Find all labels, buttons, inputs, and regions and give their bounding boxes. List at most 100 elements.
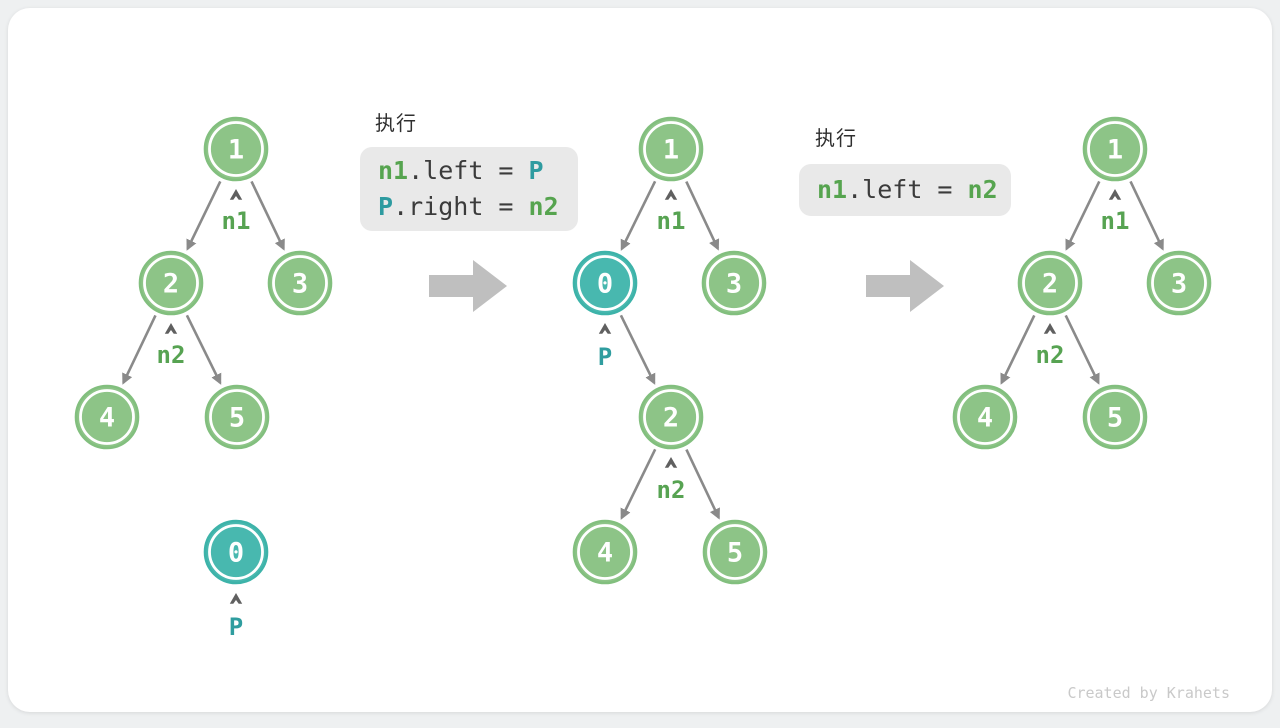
pointer-caret-icon [664, 457, 678, 468]
pointer-label-P: P [598, 343, 612, 371]
tree-edge-1-3 [250, 180, 285, 251]
tree-node-1 [203, 116, 269, 182]
tree-edge-1-2 [186, 180, 222, 251]
code-line: n1.left = n2 [799, 172, 1011, 208]
code-line: P.right = n2 [360, 189, 578, 225]
node-value: 3 [1171, 269, 1187, 300]
pointer-caret-icon [1043, 323, 1057, 334]
credit-text: Created by Krahets [1067, 684, 1230, 702]
tree-edge-1-3 [685, 181, 720, 251]
tree-edge-2-4 [122, 314, 157, 385]
tree-edge-2-5 [1064, 314, 1100, 385]
code-token: n2 [528, 192, 559, 221]
tree-node-2 [1017, 250, 1083, 316]
node-value: 3 [292, 269, 308, 300]
node-inner-ring [1087, 389, 1143, 445]
node-inner-ring [208, 524, 264, 580]
flow-arrow-right-icon [866, 260, 944, 312]
node-value: 3 [726, 269, 742, 300]
pointer-caret-icon [164, 323, 178, 334]
pointer-label-n2: n2 [657, 476, 686, 504]
code-block-2: n1.left = n2 [799, 164, 1011, 216]
tree-node-3 [1146, 250, 1212, 316]
node-inner-ring [209, 389, 265, 445]
tree-edge-2-4 [620, 448, 657, 520]
pointer-caret-icon [598, 323, 612, 334]
node-inner-ring [643, 389, 699, 445]
tree-node-5 [1082, 384, 1148, 450]
tree-node-4 [74, 384, 140, 450]
node-inner-ring [577, 524, 633, 580]
code-token: n1 [378, 156, 409, 185]
tree-node-5 [204, 384, 270, 450]
node-value: 5 [229, 403, 245, 434]
tree-edge-2-5 [685, 448, 720, 520]
tree-node-1 [1082, 116, 1148, 182]
node-value: 5 [1107, 403, 1123, 434]
node-value: 0 [597, 269, 613, 300]
pointer-label-P: P [229, 613, 243, 641]
tree-edge-2-5 [185, 314, 222, 385]
tree-before: n1 n2P 1 2 3 4 5 0 [74, 116, 333, 641]
code-token: P [528, 156, 544, 185]
node-value: 2 [1042, 269, 1058, 300]
code-token: n2 [967, 175, 998, 204]
pointer-caret-icon [229, 593, 243, 604]
code-token: P [378, 192, 394, 221]
tree-edge-2-4 [1000, 314, 1036, 385]
code-block-1-title: 执行 [375, 113, 417, 135]
node-inner-ring [707, 524, 763, 580]
pointer-label-n2: n2 [157, 341, 186, 369]
tree-edge-1-0 [620, 180, 657, 251]
tree-node-5 [702, 519, 768, 585]
node-inner-ring [577, 255, 633, 311]
tree-edge-1-3 [1129, 180, 1164, 251]
node-value: 5 [727, 538, 743, 569]
tree-node-4 [952, 384, 1018, 450]
tree-node-3 [267, 250, 333, 316]
code-block-2-title: 执行 [815, 128, 857, 150]
pointer-label-n2: n2 [1036, 341, 1065, 369]
tree-node-2 [638, 384, 704, 450]
tree-node-3 [701, 250, 767, 316]
pointer-label-n1: n1 [222, 207, 251, 235]
node-inner-ring [79, 389, 135, 445]
tree-node-4 [572, 519, 638, 585]
tree-edge-0-2 [619, 314, 656, 385]
pointer-label-n1: n1 [657, 207, 686, 235]
node-value: 1 [228, 135, 244, 166]
code-token: .right = [393, 192, 529, 221]
tree-edge-1-2 [1065, 180, 1101, 251]
node-inner-ring [143, 255, 199, 311]
pointer-caret-icon [664, 189, 678, 200]
node-value: 0 [228, 538, 244, 569]
node-value: 1 [663, 135, 679, 166]
node-value: 1 [1107, 135, 1123, 166]
node-inner-ring [272, 255, 328, 311]
tree-node-1 [638, 116, 704, 182]
pointer-label-n1: n1 [1101, 207, 1130, 235]
node-value: 4 [99, 403, 115, 434]
flow-arrow-right-icon [429, 260, 507, 312]
node-value: 4 [597, 538, 613, 569]
tree-node-0 [572, 250, 638, 316]
node-inner-ring [1151, 255, 1207, 311]
node-inner-ring [1087, 121, 1143, 177]
code-token: .left = [847, 175, 968, 204]
code-line: n1.left = P [360, 153, 578, 189]
node-inner-ring [706, 255, 762, 311]
code-token: n1 [817, 175, 848, 204]
tree-after: n1 n2 1 2 3 4 5 [952, 116, 1212, 450]
code-token: .left = [408, 156, 529, 185]
tree-node-0 [203, 519, 269, 585]
node-value: 2 [163, 269, 179, 300]
node-inner-ring [957, 389, 1013, 445]
node-inner-ring [1022, 255, 1078, 311]
pointer-caret-icon [1108, 189, 1122, 200]
node-value: 4 [977, 403, 993, 434]
